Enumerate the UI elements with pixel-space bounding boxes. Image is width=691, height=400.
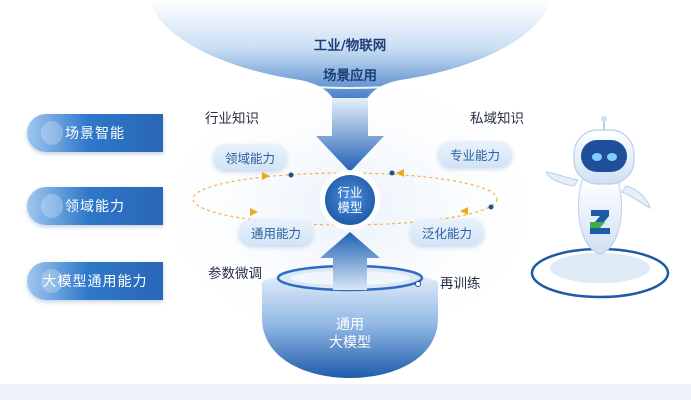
sidebar-item-domain-capability: 领域能力 bbox=[27, 187, 163, 225]
bottom-bar bbox=[0, 384, 691, 400]
label-private-knowledge: 私域知识 bbox=[470, 111, 524, 127]
center-circle bbox=[325, 175, 375, 225]
robot-illustration bbox=[545, 116, 651, 255]
sidebar-item-general-capability: 大模型通用能力 bbox=[27, 262, 163, 300]
orbit-dot-3 bbox=[488, 204, 494, 210]
sidebar-item-accent bbox=[41, 194, 63, 218]
orbit-arrow-right-top bbox=[396, 169, 404, 177]
label-retraining: 再训练 bbox=[440, 276, 481, 292]
sidebar-item-scene-intelligence: 场景智能 bbox=[27, 114, 163, 152]
pill-general-capability: 通用能力 bbox=[239, 219, 314, 245]
orbit-dot-2 bbox=[389, 170, 395, 176]
label-industry-knowledge: 行业知识 bbox=[205, 111, 259, 127]
sidebar-item-label: 场景智能 bbox=[65, 126, 125, 142]
sidebar-item-label: 大模型通用能力 bbox=[42, 274, 148, 290]
up-arrow bbox=[320, 232, 380, 290]
orbit-arrow-left-top bbox=[262, 172, 270, 180]
sidebar-item-accent bbox=[41, 269, 63, 293]
sidebar-item-label: 领域能力 bbox=[65, 199, 125, 215]
funnel-rim bbox=[164, 53, 536, 90]
robot-platform bbox=[550, 253, 650, 283]
top-funnel bbox=[150, 0, 550, 108]
pill-professional-capability: 专业能力 bbox=[438, 141, 513, 167]
pill-generalization-capability: 泛化能力 bbox=[410, 219, 485, 245]
top-title-line1: 工业/物联网 bbox=[313, 38, 387, 54]
bowl-label-line2: 大模型 bbox=[329, 335, 371, 351]
pill-domain-capability: 领域能力 bbox=[213, 144, 288, 170]
orbit-dot-1 bbox=[288, 172, 294, 178]
label-param-tuning: 参数微调 bbox=[208, 266, 262, 282]
center-label-line1: 行业 bbox=[337, 185, 363, 200]
center-label-line2: 模型 bbox=[337, 200, 363, 215]
bottom-bowl bbox=[262, 273, 438, 378]
orbit-arrow-right-bottom bbox=[460, 207, 468, 215]
orbit-arrow-left-bottom bbox=[250, 208, 258, 216]
bowl-label-line1: 通用 bbox=[336, 317, 364, 333]
top-title-line2: 场景应用 bbox=[323, 68, 377, 84]
down-arrow bbox=[316, 98, 384, 172]
sidebar-item-accent bbox=[41, 121, 63, 145]
